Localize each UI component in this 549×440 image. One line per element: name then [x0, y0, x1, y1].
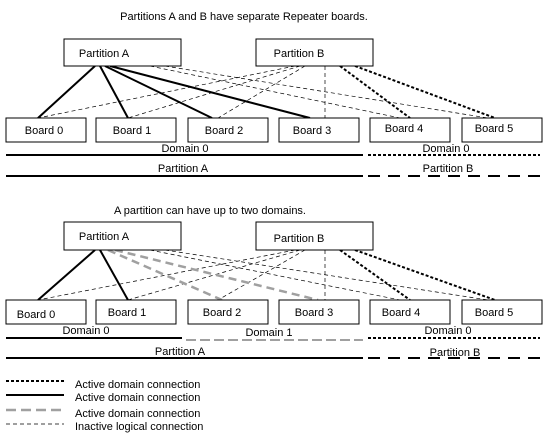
top-board-1-box [95, 117, 177, 143]
bottom-board-5-label: Board 5 [475, 307, 514, 319]
top-partition-b-label: Partition B [274, 48, 325, 60]
top-link-a-b5 [164, 65, 489, 119]
bottom-board-3-label: Board 3 [295, 307, 334, 319]
top-link-a-b2 [104, 65, 213, 119]
top-link-a-b1 [99, 65, 129, 119]
top-diagram: Partitions A and B have separate Repeate… [5, 11, 543, 177]
top-domain-0b-label: Domain 0 [422, 143, 469, 155]
top-active-solid-connections [37, 65, 311, 119]
bottom-link-b-b1 [127, 249, 301, 301]
bottom-link-b-b0 [37, 249, 296, 301]
bottom-board-5-box [461, 299, 543, 325]
bottom-link-b-b4 [339, 249, 411, 301]
top-partition-a-row-label: Partition A [158, 163, 209, 175]
top-board-0-label: Board 0 [25, 125, 64, 137]
top-link-a-b0 [37, 65, 96, 119]
bottom-board-4-box [369, 299, 451, 325]
top-link-b-b5 [354, 65, 496, 119]
bottom-board-2-box [187, 299, 269, 325]
top-caption: Partitions A and B have separate Repeate… [120, 11, 368, 23]
top-board-2-label: Board 2 [205, 125, 244, 137]
legend-label-3: Inactive logical connection [75, 421, 203, 433]
bottom-board-1-box [95, 299, 177, 325]
top-board-5-label: Board 5 [475, 123, 514, 135]
bottom-domain-1-label: Domain 1 [245, 327, 292, 339]
top-board-5-box [461, 117, 543, 143]
top-partition-a-label: Partition A [79, 48, 130, 60]
top-active-dotted-connections [339, 65, 496, 119]
top-board-4-label: Board 4 [385, 123, 424, 135]
bottom-active-dotted-connections [339, 249, 496, 301]
bottom-board-4-label: Board 4 [382, 307, 421, 319]
bottom-link-a-b5 [164, 249, 489, 301]
bottom-partition-a-box [63, 221, 182, 251]
legend-label-1: Active domain connection [75, 392, 200, 404]
top-board-4-box [369, 117, 451, 143]
top-domain-0-label: Domain 0 [161, 143, 208, 155]
bottom-diagram: A partition can have up to two domains. [5, 205, 543, 359]
bottom-domain-0-label: Domain 0 [62, 325, 109, 337]
legend-label-2: Active domain connection [75, 408, 200, 420]
bottom-link-b-b5 [354, 249, 496, 301]
bottom-link-a-b0 [37, 249, 96, 301]
bottom-partition-b-row-label: Partition B [430, 347, 481, 359]
top-board-0-box [5, 117, 87, 143]
bottom-board-0-label: Board 0 [17, 309, 56, 321]
top-inactive-connections [37, 65, 489, 119]
top-link-b-b2 [217, 65, 306, 119]
bottom-link-b-b2 [217, 249, 306, 301]
bottom-caption: A partition can have up to two domains. [114, 205, 306, 217]
bottom-partition-b-label: Partition B [274, 233, 325, 245]
bottom-board-2-label: Board 2 [203, 307, 242, 319]
bottom-board-3-box [278, 299, 360, 325]
bottom-link-a-b4 [149, 249, 401, 301]
bottom-board-0-box [5, 299, 87, 325]
legend: Active domain connection Active domain c… [6, 379, 203, 433]
bottom-link-a-b2 [107, 248, 223, 302]
top-link-a-b4 [149, 65, 401, 119]
top-board-2-box [187, 117, 269, 143]
bottom-partition-a-row-label: Partition A [155, 346, 206, 358]
top-link-b-b0 [37, 65, 296, 119]
top-link-b-b4 [339, 65, 411, 119]
top-board-3-box [278, 117, 360, 143]
top-partition-b-box [255, 38, 374, 67]
bottom-link-a-b3 [114, 248, 319, 302]
bottom-inactive-connections [37, 249, 489, 301]
top-link-b-b1 [127, 65, 301, 119]
top-partition-a-box [63, 38, 182, 67]
top-partition-b-row-label: Partition B [423, 163, 474, 175]
bottom-link-a-b1 [99, 249, 129, 301]
bottom-board-1-label: Board 1 [108, 307, 147, 319]
bottom-active-solid-connections [37, 249, 129, 301]
top-link-a-b3 [109, 65, 311, 119]
bottom-partition-b-box [255, 221, 374, 251]
legend-label-0: Active domain connection [75, 379, 200, 391]
top-board-3-label: Board 3 [293, 125, 332, 137]
top-board-1-label: Board 1 [113, 125, 152, 137]
bottom-active-gray-connections [107, 248, 319, 302]
bottom-domain-0b-label: Domain 0 [424, 325, 471, 337]
bottom-partition-a-label: Partition A [79, 231, 130, 243]
